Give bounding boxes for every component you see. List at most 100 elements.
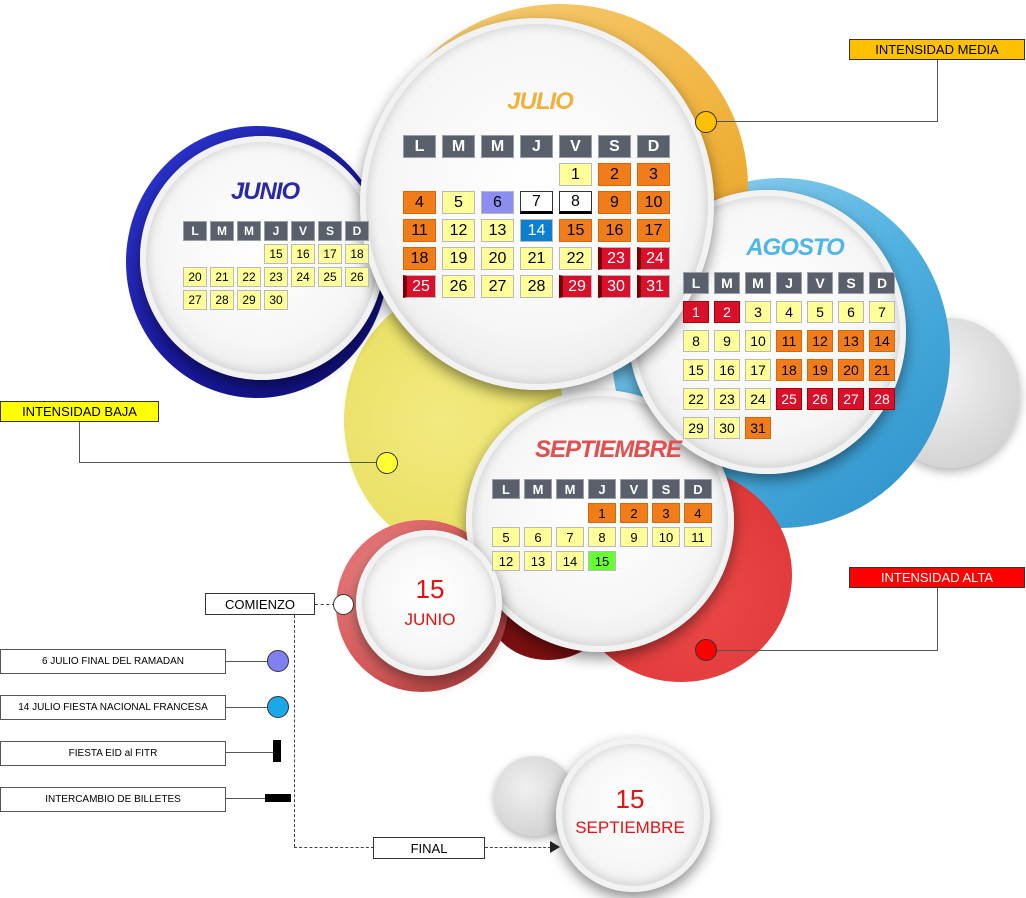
agosto-day-cell: 23 (714, 388, 740, 410)
septiembre-weekday-header: V (620, 479, 648, 499)
agosto-weekday-header: S (838, 272, 864, 294)
agosto-day-cell: 6 (838, 301, 864, 323)
legend-intensidad-baja: INTENSIDAD BAJA (0, 401, 159, 422)
junio-weekday-header: J (264, 221, 288, 241)
agosto-day-cell: 5 (807, 301, 833, 323)
agosto-day-cell: 25 (776, 388, 802, 410)
agosto-day-cell: 8 (683, 330, 709, 352)
julio-day-cell: 18 (403, 247, 436, 270)
agosto-day-cell: 19 (807, 359, 833, 381)
agosto-day-cell: 10 (745, 330, 771, 352)
septiembre-empty-cell (652, 551, 680, 571)
septiembre-day-cell: 15 (588, 551, 616, 571)
julio-day-cell: 11 (403, 219, 436, 242)
julio-day-cell: 19 (442, 247, 475, 270)
event-billetes-marker-icon (265, 794, 291, 802)
agosto-day-cell: 12 (807, 330, 833, 352)
septiembre-weekday-header: L (492, 479, 520, 499)
event-eid-label: FIESTA EID al FITR (0, 741, 226, 766)
junio-day-cell: 29 (237, 290, 261, 310)
septiembre-empty-cell (620, 551, 648, 571)
julio-weekday-header: S (598, 135, 631, 158)
connector-alta-h (716, 650, 938, 651)
agosto-day-cell: 18 (776, 359, 802, 381)
septiembre-day-cell: 10 (652, 527, 680, 547)
julio-day-cell: 2 (598, 163, 631, 186)
julio-day-cell: 28 (520, 275, 553, 298)
junio-day-cell: 18 (345, 244, 369, 264)
agosto-day-cell: 11 (776, 330, 802, 352)
agosto-day-cell: 24 (745, 388, 771, 410)
agosto-day-cell: 7 (869, 301, 895, 323)
junio-weekday-header: M (210, 221, 234, 241)
junio-day-cell: 20 (183, 267, 207, 287)
timeline-to-final (294, 847, 374, 848)
septiembre-empty-cell (492, 503, 520, 523)
event-billetes-connector (226, 798, 266, 799)
junio-day-cell: 23 (264, 267, 288, 287)
septiembre-empty-cell (524, 503, 552, 523)
septiembre-day-cell: 12 (492, 551, 520, 571)
julio-weekday-header: V (559, 135, 592, 158)
julio-empty-cell (520, 163, 553, 186)
junio-day-cell: 16 (291, 244, 315, 264)
julio-day-cell: 4 (403, 191, 436, 214)
junio-empty-cell (183, 244, 207, 264)
septiembre-weekday-header: M (556, 479, 584, 499)
agosto-empty-cell (807, 417, 833, 439)
agosto-empty-cell (776, 417, 802, 439)
agosto-weekday-header: L (683, 272, 709, 294)
connector-baja-h (79, 462, 377, 463)
end-month: SEPTIEMBRE (575, 818, 685, 837)
event-francesa-marker (267, 696, 289, 718)
end-disc (556, 738, 710, 892)
agosto-day-cell: 17 (745, 359, 771, 381)
event-billetes-label: INTERCAMBIO DE BILLETES (0, 787, 226, 812)
julio-day-cell: 27 (481, 275, 514, 298)
event-eid-marker-icon (273, 740, 281, 762)
julio-day-cell: 1 (559, 163, 592, 186)
junio-weekday-header: S (318, 221, 342, 241)
agosto-day-cell: 4 (776, 301, 802, 323)
julio-day-cell: 21 (520, 247, 553, 270)
timeline-connector (294, 615, 295, 847)
agosto-day-cell: 28 (869, 388, 895, 410)
agosto-day-cell: 21 (869, 359, 895, 381)
julio-day-cell: 22 (559, 247, 592, 270)
septiembre-day-cell: 8 (588, 527, 616, 547)
junio-empty-cell (210, 244, 234, 264)
agosto-day-cell: 22 (683, 388, 709, 410)
intensidad-baja-marker (376, 452, 398, 474)
julio-day-cell: 9 (598, 191, 631, 214)
agosto-weekday-header: D (869, 272, 895, 294)
junio-empty-cell (237, 244, 261, 264)
julio-weekday-header: M (442, 135, 475, 158)
agosto-day-cell: 3 (745, 301, 771, 323)
agosto-day-cell: 2 (714, 301, 740, 323)
septiembre-day-cell: 6 (524, 527, 552, 547)
agosto-day-cell: 14 (869, 330, 895, 352)
junio-day-cell: 24 (291, 267, 315, 287)
connector-media-h (716, 121, 938, 122)
junio-day-cell: 22 (237, 267, 261, 287)
intensidad-alta-marker (695, 639, 717, 661)
julio-weekday-header: J (520, 135, 553, 158)
julio-day-cell: 24 (637, 247, 670, 270)
agosto-weekday-header: J (776, 272, 802, 294)
junio-empty-cell (291, 290, 315, 310)
junio-day-cell: 26 (345, 267, 369, 287)
junio-day-cell: 15 (264, 244, 288, 264)
junio-weekday-header: V (291, 221, 315, 241)
junio-day-cell: 27 (183, 290, 207, 310)
septiembre-weekday-header: D (684, 479, 712, 499)
septiembre-day-cell: 1 (588, 503, 616, 523)
junio-weekday-header: M (237, 221, 261, 241)
julio-day-cell: 20 (481, 247, 514, 270)
start-month: JUNIO (404, 610, 456, 629)
agosto-empty-cell (869, 417, 895, 439)
junio-empty-cell (318, 290, 342, 310)
junio-day-cell: 30 (264, 290, 288, 310)
junio-weekday-header: L (183, 221, 207, 241)
